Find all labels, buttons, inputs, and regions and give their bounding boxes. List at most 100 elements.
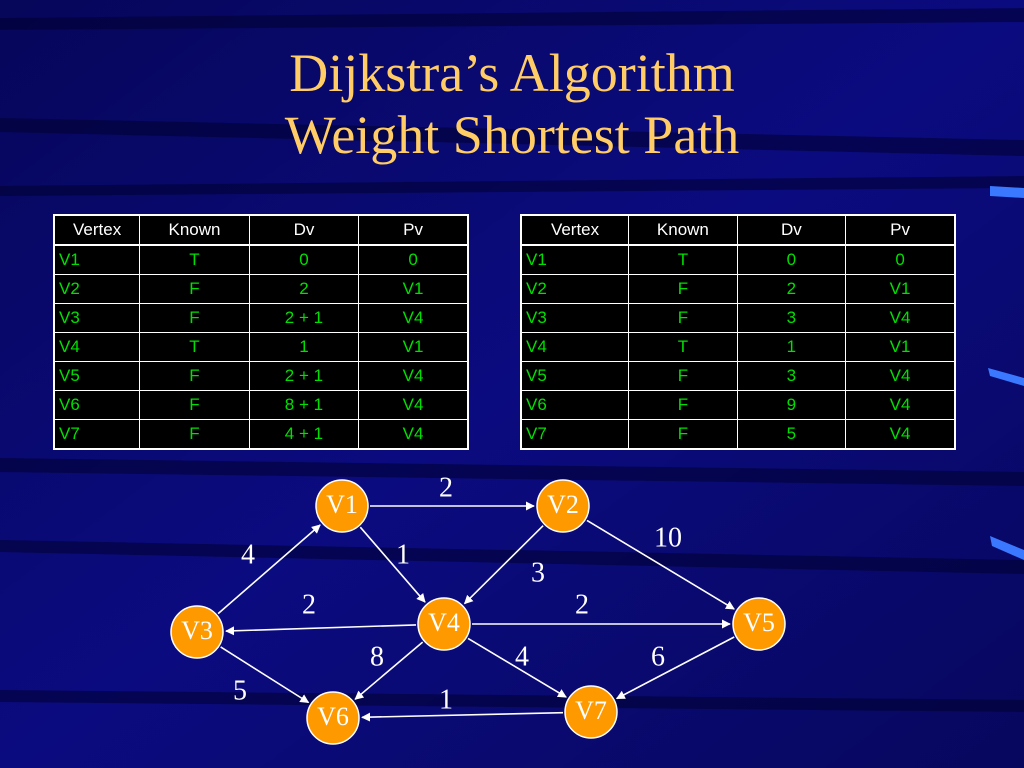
slide-title: Dijkstra’s Algorithm Weight Shortest Pat… bbox=[0, 42, 1024, 166]
cell-vertex: V6 bbox=[54, 390, 141, 420]
cell-pv: V4 bbox=[845, 303, 956, 333]
edge-weight-label: 4 bbox=[241, 539, 255, 570]
node-circle bbox=[417, 597, 471, 651]
edge-weight-label: 6 bbox=[651, 641, 665, 672]
cell-pv: V4 bbox=[845, 390, 956, 420]
cell-vertex: V3 bbox=[521, 303, 630, 333]
header-pv: Pv bbox=[845, 215, 956, 246]
cell-known: T bbox=[139, 245, 250, 275]
title-line-1: Dijkstra’s Algorithm bbox=[289, 43, 735, 103]
node-label: V4 bbox=[428, 608, 460, 637]
node-circle bbox=[536, 479, 590, 533]
cell-known: F bbox=[139, 390, 250, 420]
node-label: V2 bbox=[547, 490, 579, 519]
cell-pv: V4 bbox=[358, 419, 469, 450]
cell-known: F bbox=[139, 303, 250, 333]
header-pv: Pv bbox=[358, 215, 469, 246]
cell-vertex: V7 bbox=[54, 419, 141, 450]
cell-pv: 0 bbox=[845, 245, 956, 275]
edge-v4-v6 bbox=[354, 641, 424, 700]
cell-known: T bbox=[628, 245, 738, 275]
cell-dv: 5 bbox=[737, 419, 847, 450]
node-label: V6 bbox=[317, 702, 349, 731]
cell-known: F bbox=[139, 419, 250, 450]
node-v4: V4 bbox=[417, 597, 471, 651]
cell-known: F bbox=[139, 274, 250, 304]
cell-vertex: V2 bbox=[521, 274, 630, 304]
cell-vertex: V4 bbox=[54, 332, 141, 362]
cell-dv: 2 + 1 bbox=[249, 361, 360, 391]
title-line-2: Weight Shortest Path bbox=[284, 105, 740, 165]
node-circle bbox=[306, 691, 360, 745]
cell-vertex: V3 bbox=[54, 303, 141, 333]
cell-known: F bbox=[628, 361, 738, 391]
edge-v4-v7 bbox=[467, 637, 567, 698]
graph-edges bbox=[217, 501, 735, 722]
cell-pv: V4 bbox=[845, 419, 956, 450]
header-known: Known bbox=[139, 215, 250, 246]
edge-weight-label: 2 bbox=[439, 472, 453, 503]
cell-pv: V1 bbox=[845, 274, 956, 304]
cell-vertex: V5 bbox=[521, 361, 630, 391]
header-known: Known bbox=[628, 215, 738, 246]
node-circle bbox=[170, 605, 224, 659]
cell-dv: 1 bbox=[737, 332, 847, 362]
edge-weight-label: 2 bbox=[302, 589, 316, 620]
node-circle bbox=[564, 685, 618, 739]
cell-known: F bbox=[628, 390, 738, 420]
background-streaks bbox=[0, 8, 1024, 712]
cell-known: T bbox=[628, 332, 738, 362]
cell-known: F bbox=[139, 361, 250, 391]
edge-weight-label: 5 bbox=[233, 675, 247, 706]
node-label: V7 bbox=[575, 696, 607, 725]
edge-v7-v6 bbox=[361, 711, 564, 722]
edge-v2-v5 bbox=[586, 519, 735, 610]
edge-weight-label: 10 bbox=[654, 522, 682, 553]
header-vertex: Vertex bbox=[521, 215, 630, 246]
node-circle bbox=[315, 479, 369, 533]
cell-dv: 1 bbox=[249, 332, 360, 362]
cell-dv: 3 bbox=[737, 303, 847, 333]
cell-vertex: V2 bbox=[54, 274, 141, 304]
edge-accent-marks bbox=[988, 186, 1024, 560]
cell-dv: 9 bbox=[737, 390, 847, 420]
node-label: V5 bbox=[743, 608, 775, 637]
cell-dv: 2 bbox=[737, 274, 847, 304]
node-label: V3 bbox=[181, 616, 213, 645]
edge-v2-v4 bbox=[463, 525, 544, 605]
node-label: V1 bbox=[326, 490, 358, 519]
cell-vertex: V5 bbox=[54, 361, 141, 391]
cell-known: F bbox=[628, 303, 738, 333]
edge-weight-label: 2 bbox=[575, 589, 589, 620]
cell-dv: 0 bbox=[249, 245, 360, 275]
cell-pv: V4 bbox=[358, 303, 469, 333]
edge-v3-v6 bbox=[220, 646, 310, 704]
edge-weight-label: 1 bbox=[396, 539, 410, 570]
cell-pv: V1 bbox=[845, 332, 956, 362]
cell-dv: 4 + 1 bbox=[249, 419, 360, 450]
cell-dv: 0 bbox=[737, 245, 847, 275]
cell-vertex: V1 bbox=[54, 245, 141, 275]
edge-weight-label: 4 bbox=[515, 641, 529, 672]
cell-dv: 2 bbox=[249, 274, 360, 304]
cell-pv: V1 bbox=[358, 274, 469, 304]
node-v7: V7 bbox=[564, 685, 618, 739]
node-v2: V2 bbox=[536, 479, 590, 533]
node-v6: V6 bbox=[306, 691, 360, 745]
cell-known: T bbox=[139, 332, 250, 362]
cell-pv: 0 bbox=[358, 245, 469, 275]
cell-dv: 8 + 1 bbox=[249, 390, 360, 420]
